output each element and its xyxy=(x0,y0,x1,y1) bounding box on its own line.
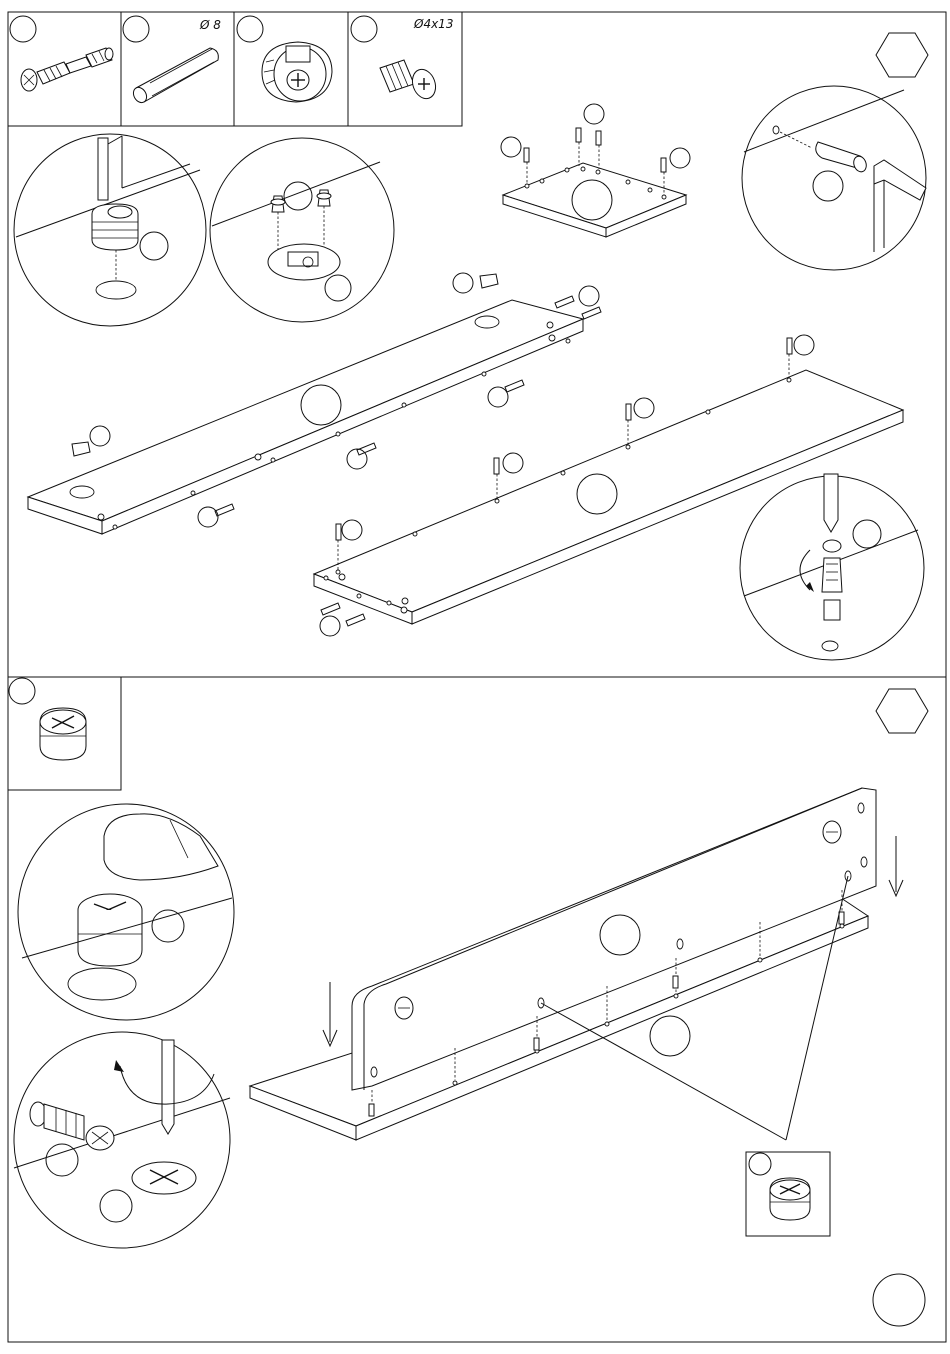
panel-number-circle xyxy=(873,1274,925,1326)
detail-cam-nut-insertion xyxy=(18,804,234,1020)
part-number-circle xyxy=(100,1190,132,1222)
part-number-circle xyxy=(90,426,110,446)
panel-number-circle xyxy=(650,1016,690,1056)
cam-bolt-icon xyxy=(21,48,113,91)
part-number-circle xyxy=(46,1144,78,1176)
down-arrow-right xyxy=(889,836,903,896)
part-number-circle xyxy=(794,335,814,355)
part-number-circle xyxy=(453,273,473,293)
part-number-circle xyxy=(152,910,184,942)
part-number-circle xyxy=(10,16,36,42)
section-2-legend xyxy=(8,677,121,790)
part-number-circle xyxy=(347,449,367,469)
wooden-dowel-icon: Ø 8 xyxy=(131,18,221,105)
part-number-circle xyxy=(342,520,362,540)
cam-lock-nut-icon xyxy=(40,708,86,760)
part-number-circle xyxy=(9,678,35,704)
part-number-circle xyxy=(123,16,149,42)
countersunk-screw-icon: Ø4x13 xyxy=(380,17,453,102)
part-number-circle xyxy=(284,182,312,210)
down-arrow-left xyxy=(323,982,337,1046)
cam-nut-callout-box xyxy=(746,1152,830,1236)
cam-lock-nut-icon xyxy=(770,1178,810,1220)
page-frame xyxy=(8,12,946,1342)
part-number-circle xyxy=(325,275,351,301)
top-small-panel xyxy=(501,104,690,237)
part-number-circle xyxy=(634,398,654,418)
part-number-circle xyxy=(237,16,263,42)
part-number-circle xyxy=(749,1153,771,1175)
hexagon-step-badge xyxy=(876,689,928,733)
detail-cam-housing-insertion xyxy=(14,134,206,326)
part-number-circle xyxy=(813,171,843,201)
dowel-size-label: Ø 8 xyxy=(199,18,221,32)
detail-cam-tightening xyxy=(14,1032,230,1248)
part-number-circle xyxy=(140,232,168,260)
part-number-circle xyxy=(584,104,604,124)
part-number-circle xyxy=(579,286,599,306)
part-number-circle xyxy=(670,148,690,168)
detail-cam-bolt-screwing xyxy=(740,474,924,660)
screw-size-label: Ø4x13 xyxy=(413,17,453,31)
part-number-circle xyxy=(320,616,340,636)
cam-lock-housing-icon xyxy=(262,42,332,102)
part-number-circle xyxy=(501,137,521,157)
hexagon-step-badge xyxy=(876,33,928,77)
part-number-circle xyxy=(853,520,881,548)
detail-dowel-insertion xyxy=(742,86,926,270)
detail-screw-fixing xyxy=(210,138,394,322)
part-number-circle xyxy=(503,453,523,473)
part-number-circle xyxy=(351,16,377,42)
parts-legend: Ø 8 Ø4x13 xyxy=(8,12,462,126)
part-number-circle xyxy=(198,507,218,527)
part-number-circle xyxy=(488,387,508,407)
